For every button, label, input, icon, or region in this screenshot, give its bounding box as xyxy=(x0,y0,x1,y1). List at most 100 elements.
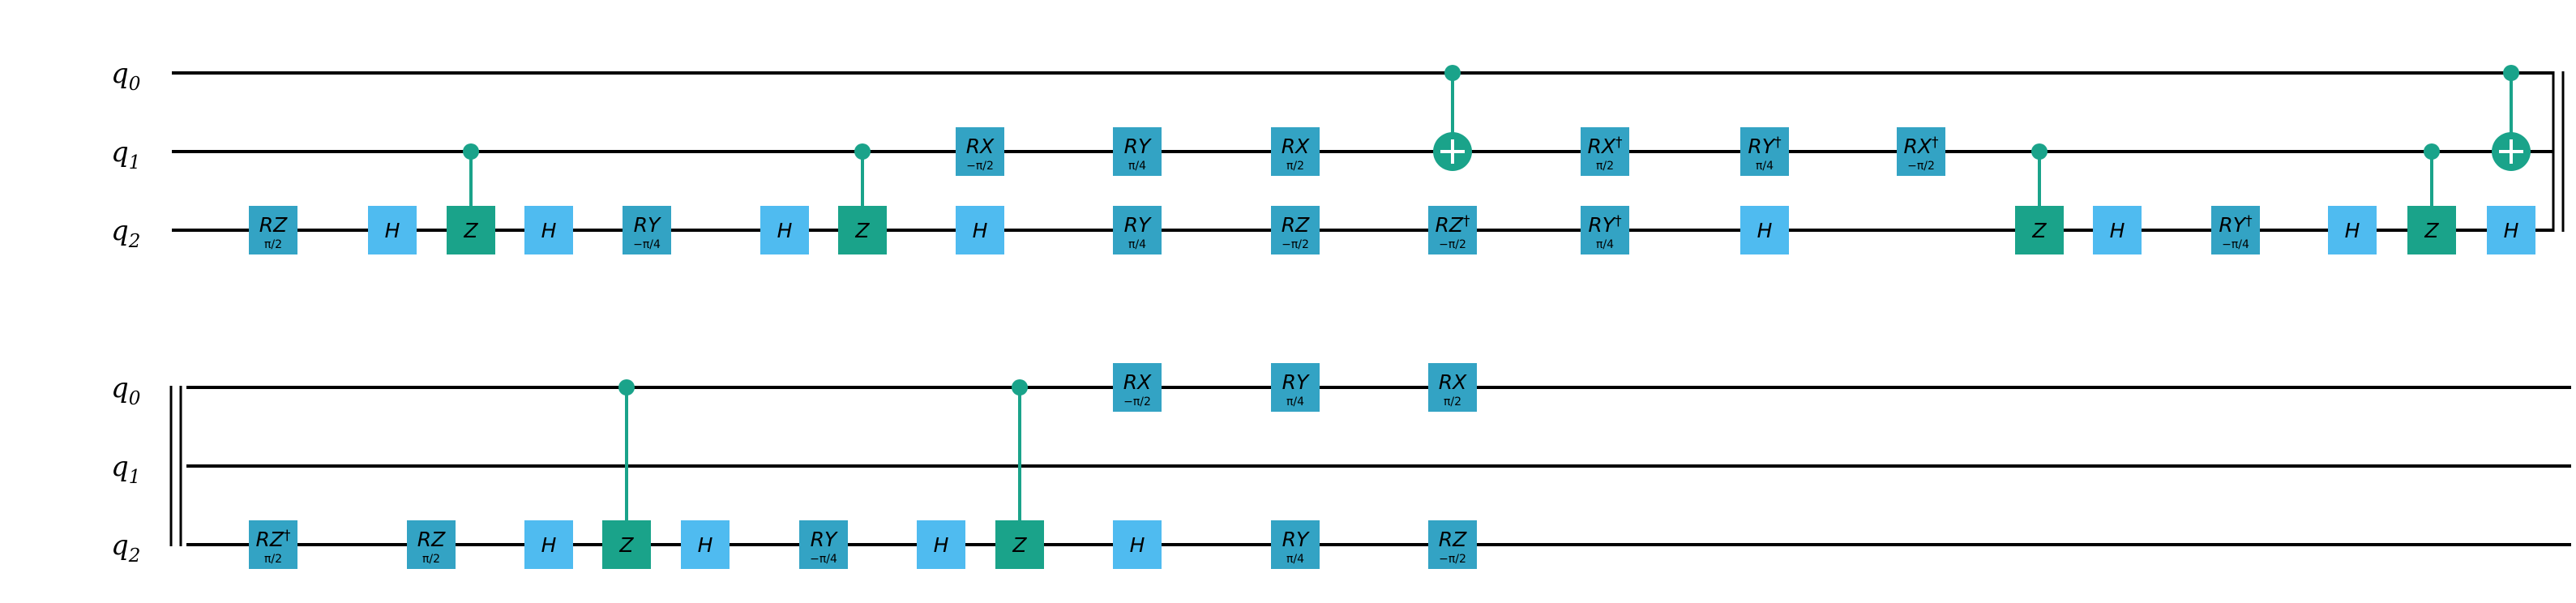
gate-param: −π/4 xyxy=(633,238,661,251)
rotation-gate xyxy=(1271,363,1320,412)
qubit-label-q1: q1 xyxy=(111,136,140,173)
rotation-gate xyxy=(623,206,671,254)
rotation-gate xyxy=(1113,206,1162,254)
cz-gate xyxy=(995,520,1044,569)
gate-label: H xyxy=(1757,219,1773,242)
gate-label: Z xyxy=(2424,219,2439,242)
rotation-gate xyxy=(1113,127,1162,176)
rotation-gate xyxy=(249,206,297,254)
control-dot xyxy=(1012,379,1028,396)
rotation-gate xyxy=(2211,206,2260,254)
h-gate xyxy=(1113,520,1162,569)
gate-label: Z xyxy=(2031,219,2047,242)
gate-label: H xyxy=(698,533,713,557)
h-gate xyxy=(681,520,730,569)
gate-param: π/4 xyxy=(1286,553,1304,566)
gate-param: −π/4 xyxy=(2222,238,2249,251)
cz-gate xyxy=(2015,206,2064,254)
gate-label: RZ xyxy=(417,528,446,551)
gate-label: H xyxy=(385,219,400,242)
gate-label: Z xyxy=(854,219,870,242)
rotation-gate xyxy=(1428,206,1477,254)
gate-param: π/4 xyxy=(1128,160,1146,173)
rotation-gate xyxy=(1428,363,1477,412)
h-gate xyxy=(1740,206,1789,254)
gate-label: RY xyxy=(811,528,838,551)
control-dot xyxy=(1444,65,1461,81)
gate-label: RZ xyxy=(1282,213,1310,237)
rotation-gate xyxy=(799,520,848,569)
gate-label: H xyxy=(973,219,988,242)
cz-gate xyxy=(447,206,495,254)
cz-gate xyxy=(602,520,651,569)
gate-param: π/2 xyxy=(1444,396,1461,408)
gate-label: H xyxy=(2504,219,2519,242)
gate-param: −π/4 xyxy=(810,553,837,566)
gate-label: H xyxy=(1130,533,1145,557)
gate-label: RY xyxy=(1124,135,1152,158)
gate-label: RX xyxy=(1282,135,1310,158)
gate-param: −π/2 xyxy=(1907,160,1935,173)
rotation-gate xyxy=(1740,127,1789,176)
rotation-gate xyxy=(1113,363,1162,412)
h-gate xyxy=(2328,206,2377,254)
control-dot xyxy=(2031,143,2048,160)
gate-param: −π/2 xyxy=(966,160,994,173)
h-gate xyxy=(524,520,573,569)
gate-param: π/4 xyxy=(1596,238,1614,251)
gate-label: H xyxy=(2110,219,2125,242)
qubit-label-q0: q0 xyxy=(111,372,140,409)
gate-label: H xyxy=(541,219,557,242)
gate-label: RX xyxy=(1439,370,1467,394)
rotation-gate xyxy=(1271,127,1320,176)
gate-param: π/2 xyxy=(1596,160,1614,173)
gate-label: RY xyxy=(1282,370,1310,394)
cz-gate xyxy=(2407,206,2456,254)
control-dot xyxy=(618,379,635,396)
gate-label: RY xyxy=(1124,213,1152,237)
rotation-gate xyxy=(1271,206,1320,254)
rotation-gate xyxy=(249,520,297,569)
rotation-gate xyxy=(1428,520,1477,569)
gate-label: H xyxy=(934,533,949,557)
control-dot xyxy=(2424,143,2440,160)
rotation-gate xyxy=(1581,206,1629,254)
rotation-gate xyxy=(1581,127,1629,176)
gate-label: RZ xyxy=(1439,528,1467,551)
h-gate xyxy=(2487,206,2535,254)
rotation-gate xyxy=(1271,520,1320,569)
gate-param: π/4 xyxy=(1286,396,1304,408)
gate-label: RY xyxy=(634,213,661,237)
gate-label: RY xyxy=(1282,528,1310,551)
qubit-label-q2: q2 xyxy=(111,529,140,567)
qubit-label-q2: q2 xyxy=(111,215,140,252)
gate-param: π/2 xyxy=(264,553,282,566)
gate-label: RX xyxy=(966,135,995,158)
gate-label: Z xyxy=(1012,533,1027,557)
control-dot xyxy=(463,143,479,160)
gate-param: π/4 xyxy=(1756,160,1774,173)
gate-param: π/2 xyxy=(422,553,440,566)
h-gate xyxy=(760,206,809,254)
rotation-gate xyxy=(407,520,456,569)
control-dot xyxy=(2503,65,2519,81)
gate-param: π/2 xyxy=(264,238,282,251)
h-gate xyxy=(2093,206,2142,254)
cz-gate xyxy=(838,206,887,254)
control-dot xyxy=(854,143,871,160)
gate-label: H xyxy=(777,219,793,242)
qubit-label-q1: q1 xyxy=(111,451,140,488)
gate-label: RZ xyxy=(259,213,288,237)
gate-param: −π/2 xyxy=(1282,238,1309,251)
gate-label: H xyxy=(541,533,557,557)
rotation-gate xyxy=(956,127,1004,176)
gate-label: Z xyxy=(463,219,478,242)
gate-param: −π/2 xyxy=(1439,553,1466,566)
gate-param: −π/2 xyxy=(1439,238,1466,251)
qubit-label-q0: q0 xyxy=(111,58,140,95)
gate-label: H xyxy=(2345,219,2360,242)
gate-param: π/4 xyxy=(1128,238,1146,251)
